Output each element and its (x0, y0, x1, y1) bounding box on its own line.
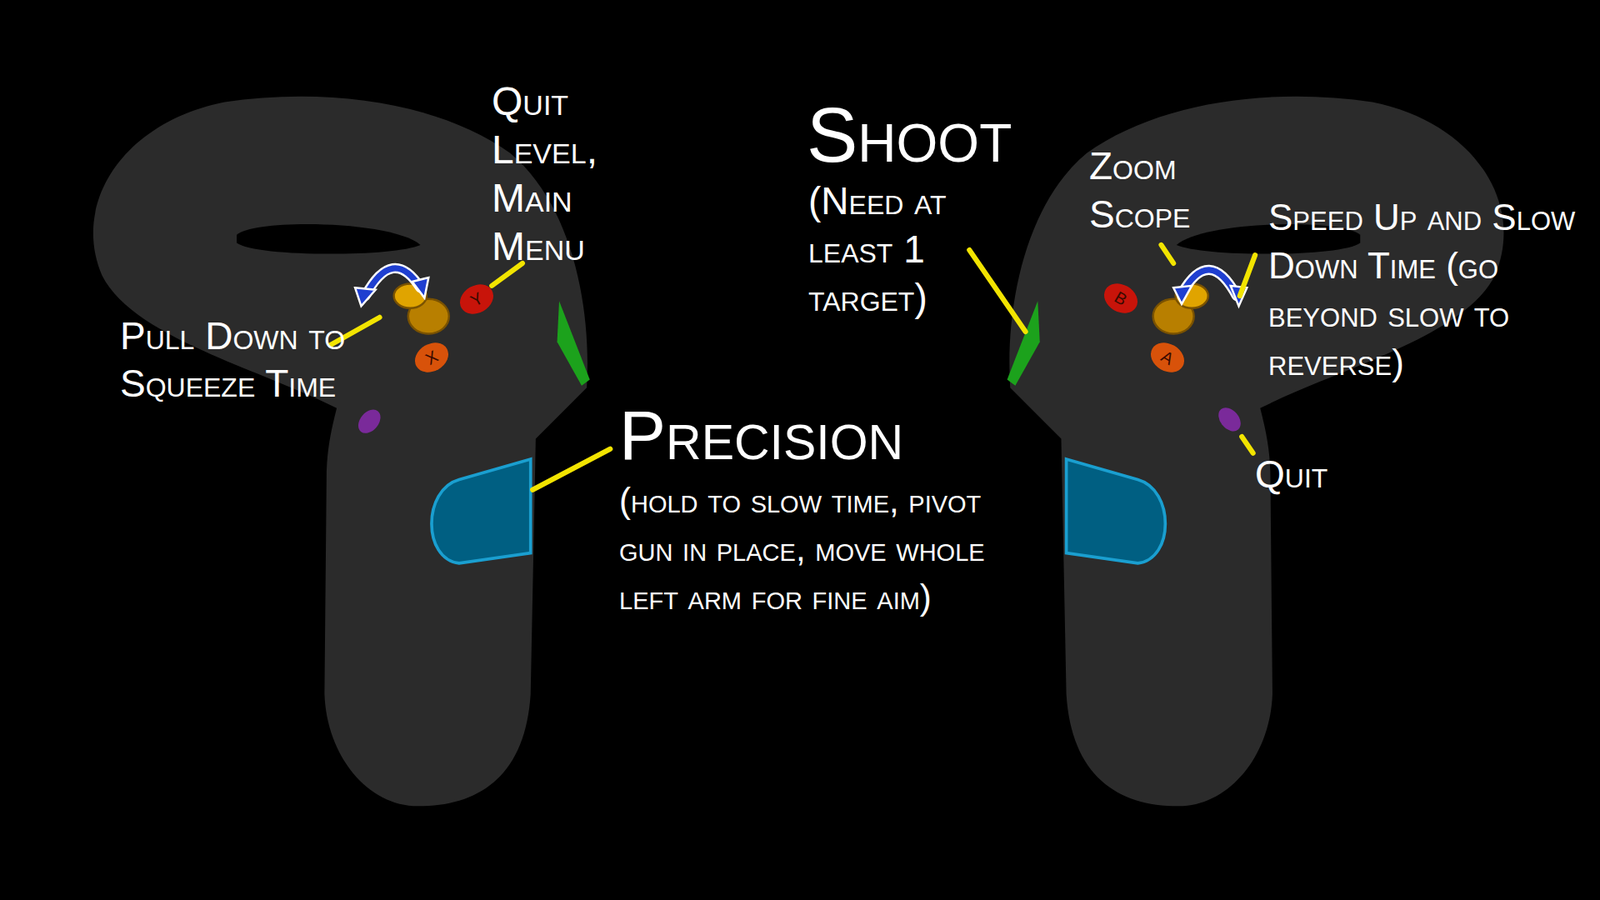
callout-note: (hold to slow time, pivot gun in place, … (619, 476, 1036, 622)
oculus-button (1214, 403, 1245, 436)
callout-label: Quit Level, Main Menu (491, 77, 598, 271)
callout-note: (Need at least 1 target) (808, 176, 1025, 322)
menu-button (354, 405, 385, 438)
callout-label: Quit (1255, 450, 1328, 499)
callout-label: Pull Down to Squeeze Time (120, 312, 362, 408)
callout-label: Zoom Scope (1089, 141, 1190, 239)
thumbstick (394, 283, 1209, 334)
callout-heading: Precision (619, 396, 904, 474)
callout-label: Speed Up and Slow Down Time (go beyond s… (1268, 193, 1592, 387)
leader-line (330, 245, 1255, 490)
callout-heading: Shoot (806, 93, 1012, 177)
